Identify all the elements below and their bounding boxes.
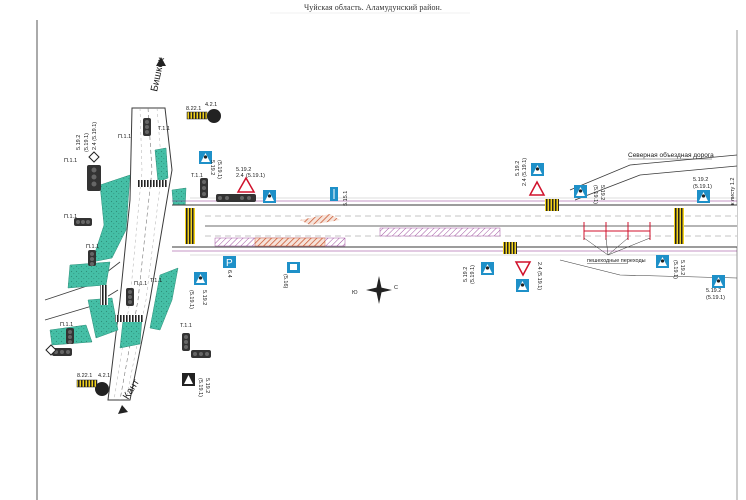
sign-labels: 4.2.1 8.22.1 4.2.1 8.22.1 5.19.2 (5.19.1…: [60, 102, 725, 397]
label-s6-4: 6.4: [226, 270, 232, 278]
yield-sign-icon: [528, 180, 546, 196]
traffic-light-icon: [88, 250, 96, 266]
lane-sign-icon: [330, 187, 338, 201]
label-s2-4-a: 2.4 (5.19.1): [92, 122, 98, 150]
label-t1-c: Т.1.1: [150, 278, 162, 284]
label-t1-a: Т.1.1: [158, 126, 170, 132]
pedestrian-crossing-icon: [574, 185, 587, 198]
pedestrian-crossing-icon: [481, 262, 494, 275]
crosswalks: [100, 180, 684, 322]
label-s5-19-2-f: 5.19.2: [463, 267, 469, 282]
sign-4-2-1-bottom: [95, 382, 109, 396]
label-p1-f: П.1.1: [118, 134, 131, 140]
traffic-light-icon: [52, 348, 72, 356]
priority-sign-icon: [88, 151, 100, 163]
label-s2-4-b: 2.4: [236, 173, 244, 179]
label-s5-16: (5.16): [282, 274, 288, 289]
label-bypass: Северная объездная дорога: [628, 151, 714, 159]
label-s2-4-d: 2.4 (5.19.1): [522, 158, 528, 186]
label-s5-19-1-k: (5.19.1): [197, 378, 203, 397]
pedestrian-crossing-icon: [194, 272, 207, 285]
compass-north-label: С: [394, 285, 398, 291]
label-s5-19-1-f: (5.19.1): [470, 265, 476, 284]
label-s4-2-1-bottom: 4.2.1: [98, 373, 110, 379]
label-ped-note: пешеходные переходы: [587, 258, 646, 264]
label-s5-19-2-k: 5.19.2: [204, 378, 210, 393]
traffic-light-icon: [200, 178, 208, 198]
traffic-light-icon: [66, 328, 74, 344]
pedestrian-crossing-icon: [263, 190, 276, 203]
label-bishkek: Бишкек: [149, 56, 167, 93]
compass: Ю С: [352, 276, 398, 304]
arrow-kant: [118, 405, 128, 414]
traffic-light-icon: [191, 350, 211, 358]
label-t1-d: Т.1.1: [180, 323, 192, 329]
label-s5-19-2-d: 5.19.2: [515, 161, 521, 176]
label-s5-19-2-h: 5.19.2: [693, 177, 708, 183]
pedestrian-crossing-icon: [656, 255, 669, 268]
label-p1-d: П.1.1: [134, 281, 147, 287]
page-title: Чуйская область. Аламудунский район.: [303, 3, 443, 12]
label-s5-19-1-e: (5.19.1): [592, 185, 598, 204]
sign-4-2-1-top: [207, 109, 221, 123]
label-s5-19-2-b: 5.19.2: [236, 167, 251, 173]
label-s5-15-1: 5.15.1: [343, 191, 349, 206]
arrow-bishkek: [156, 57, 166, 66]
label-s2-4-f: 2.4 (5.19.1): [536, 262, 542, 290]
label-s8-22-1-top: 8.22.1: [186, 106, 201, 112]
traffic-light-icon: [182, 333, 190, 351]
traffic-light-icon: [143, 118, 151, 136]
label-s5-19-2-e: 5.19.2: [599, 185, 605, 200]
label-s5-19-1-i: (5.19.1): [706, 295, 725, 301]
label-p1-a: П.1.1: [64, 158, 77, 164]
warning-signs: [45, 151, 546, 356]
label-s8-22-1-bottom: 8.22.1: [77, 373, 92, 379]
pedestrian-crossing-icon: [712, 275, 725, 288]
label-s5-19-2-i: 5.19.2: [706, 288, 721, 294]
pedestrian-crossing-icon: [531, 163, 544, 176]
traffic-light-icon: [87, 165, 101, 191]
svg-text:P: P: [226, 258, 233, 269]
traffic-light-icon: [216, 194, 256, 202]
parking-icon: P: [223, 256, 236, 269]
priority-sign-icon: [45, 344, 57, 356]
compass-south-label: Ю: [352, 290, 358, 296]
info-sign-icon: [287, 262, 300, 273]
yield-sign-icon: [514, 261, 532, 277]
label-to-road: к листу 1.2: [730, 178, 736, 205]
yield-sign-icon: [236, 176, 256, 193]
label-s5-19-1-h: (5.19.1): [693, 184, 712, 190]
label-t1-b: Т.1.1: [191, 173, 203, 179]
traffic-light-icon: [74, 218, 92, 226]
label-p1-b: П.1.1: [64, 214, 77, 220]
label-s5-19-2-c: 5.19.2: [209, 160, 215, 175]
pedestrian-crossing-icon: [516, 279, 529, 292]
label-s5-19-2-a: 5.19.2: [76, 135, 82, 150]
label-s5-19-1-g: (5.19.1): [672, 260, 678, 279]
label-p1-e: П.1.1: [60, 322, 73, 328]
pedestrian-signs: P: [182, 151, 725, 386]
pedestrian-crossing-icon: [182, 373, 195, 386]
label-s5-19-1-c: (5.19.1): [216, 160, 222, 179]
pedestrian-crossing-icon: [199, 151, 212, 164]
traffic-light-icon: [126, 288, 134, 306]
sign-8-22-1-bottom: [76, 379, 98, 388]
label-s5-19-1-b: (5.19.1): [246, 173, 265, 179]
traffic-lights: [52, 118, 256, 358]
label-s5-19-2-g: 5.19.2: [679, 260, 685, 275]
label-s5-19-1-j: (5.19.1): [188, 290, 194, 309]
pedestrian-crossing-icon: [697, 190, 710, 203]
label-s5-19-1-a: (5.19.1): [84, 133, 90, 152]
sign-8-22-1-top: [186, 111, 208, 120]
main-road: [172, 154, 738, 279]
label-s4-2-1-top: 4.2.1: [205, 102, 217, 108]
label-p1-c: П.1.1: [86, 244, 99, 250]
label-s5-19-2-j: 5.19.2: [201, 290, 207, 305]
greenery: [49, 147, 187, 349]
